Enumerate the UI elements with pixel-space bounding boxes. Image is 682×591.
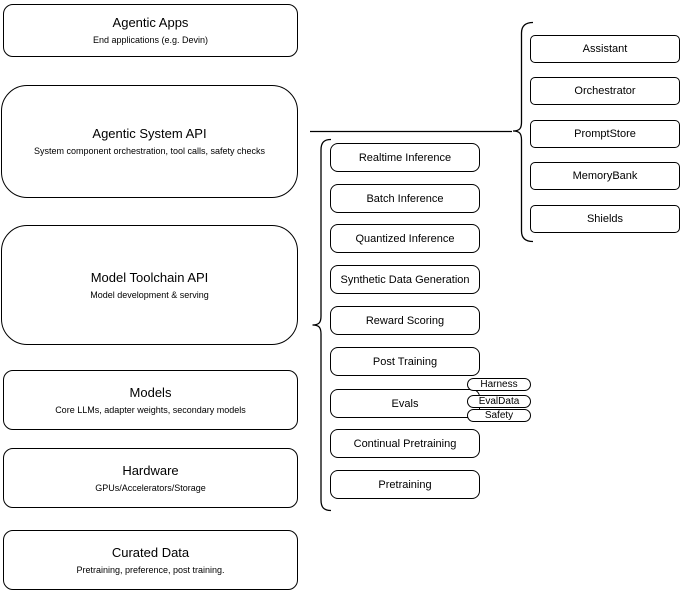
box-reward-scoring: Reward Scoring xyxy=(330,306,480,335)
box-memorybank: MemoryBank xyxy=(530,162,680,190)
box-post-training: Post Training xyxy=(330,347,480,376)
box-model-toolchain-api-subtitle: Model development & serving xyxy=(90,289,209,300)
box-realtime-inference: Realtime Inference xyxy=(330,143,480,172)
box-hardware-subtitle: GPUs/Accelerators/Storage xyxy=(95,482,206,493)
box-models: Models Core LLMs, adapter weights, secon… xyxy=(3,370,298,430)
box-agentic-apps: Agentic Apps End applications (e.g. Devi… xyxy=(3,4,298,57)
pill-harness: Harness xyxy=(467,378,531,391)
middle-group-brace xyxy=(312,138,332,512)
box-continual-pretraining: Continual Pretraining xyxy=(330,429,480,458)
box-model-toolchain-api: Model Toolchain API Model development & … xyxy=(1,225,298,345)
box-curated-data-subtitle: Pretraining, preference, post training. xyxy=(76,564,225,575)
box-agentic-apps-title: Agentic Apps xyxy=(112,15,189,30)
box-evals: Evals xyxy=(330,389,480,418)
box-hardware: Hardware GPUs/Accelerators/Storage xyxy=(3,448,298,508)
box-models-subtitle: Core LLMs, adapter weights, secondary mo… xyxy=(55,404,246,415)
box-curated-data: Curated Data Pretraining, preference, po… xyxy=(3,530,298,590)
box-assistant: Assistant xyxy=(530,35,680,63)
right-group-brace xyxy=(512,21,534,243)
box-agentic-system-api-title: Agentic System API xyxy=(92,126,207,141)
box-batch-inference: Batch Inference xyxy=(330,184,480,213)
box-agentic-apps-subtitle: End applications (e.g. Devin) xyxy=(92,35,209,45)
box-agentic-system-api-subtitle: System component orchestration, tool cal… xyxy=(33,146,266,156)
box-quantized-inference: Quantized Inference xyxy=(330,224,480,253)
box-promptstore: PromptStore xyxy=(530,120,680,148)
box-pretraining: Pretraining xyxy=(330,470,480,499)
pill-safety: Safety xyxy=(467,409,531,422)
box-shields: Shields xyxy=(530,205,680,233)
box-orchestrator: Orchestrator xyxy=(530,77,680,105)
box-synthetic-data-generation: Synthetic Data Generation xyxy=(330,265,480,294)
pill-evaldata: EvalData xyxy=(467,395,531,408)
box-models-title: Models xyxy=(129,384,172,400)
box-agentic-system-api: Agentic System API System component orch… xyxy=(1,85,298,198)
box-model-toolchain-api-title: Model Toolchain API xyxy=(90,269,209,285)
box-hardware-title: Hardware xyxy=(122,462,179,478)
box-curated-data-title: Curated Data xyxy=(111,544,190,560)
